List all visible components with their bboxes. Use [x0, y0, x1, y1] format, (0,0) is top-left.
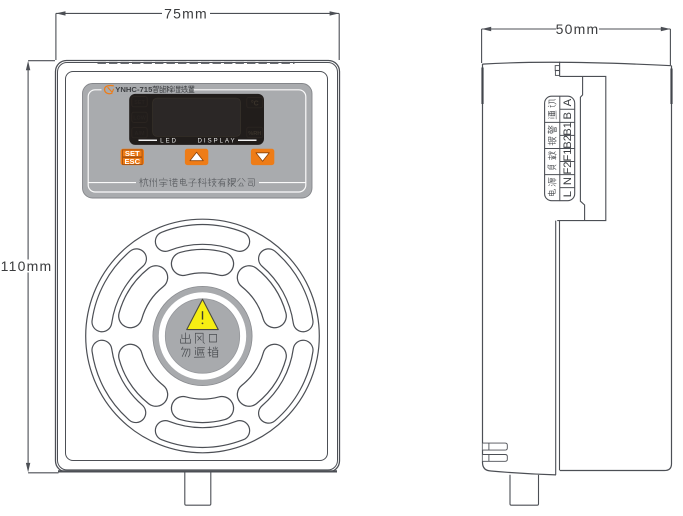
svg-text:%RH: %RH [248, 131, 261, 137]
svg-text:A: A [562, 98, 574, 106]
svg-text:B: B [562, 112, 574, 119]
svg-text:A/M: A/M [135, 131, 145, 137]
svg-text:LED: LED [160, 138, 178, 145]
svg-text:YNHC-715: YNHC-715 [115, 85, 153, 94]
svg-text:ESC: ESC [124, 157, 140, 166]
svg-text:DISPLAY: DISPLAY [198, 138, 237, 145]
svg-text:SET: SET [125, 149, 140, 158]
svg-text:N: N [562, 177, 574, 185]
svg-text:75mm: 75mm [164, 5, 208, 21]
svg-text:L: L [562, 191, 574, 197]
svg-text:LOW: LOW [133, 116, 146, 122]
svg-text:SET: SET [134, 100, 145, 106]
svg-text:B1: B1 [562, 122, 574, 136]
svg-text:B2: B2 [562, 135, 574, 149]
svg-text:°C: °C [251, 99, 259, 107]
svg-text:110mm: 110mm [1, 258, 53, 274]
svg-text:F1: F1 [562, 148, 574, 161]
svg-text:F2: F2 [562, 161, 574, 174]
svg-text:50mm: 50mm [556, 21, 600, 37]
